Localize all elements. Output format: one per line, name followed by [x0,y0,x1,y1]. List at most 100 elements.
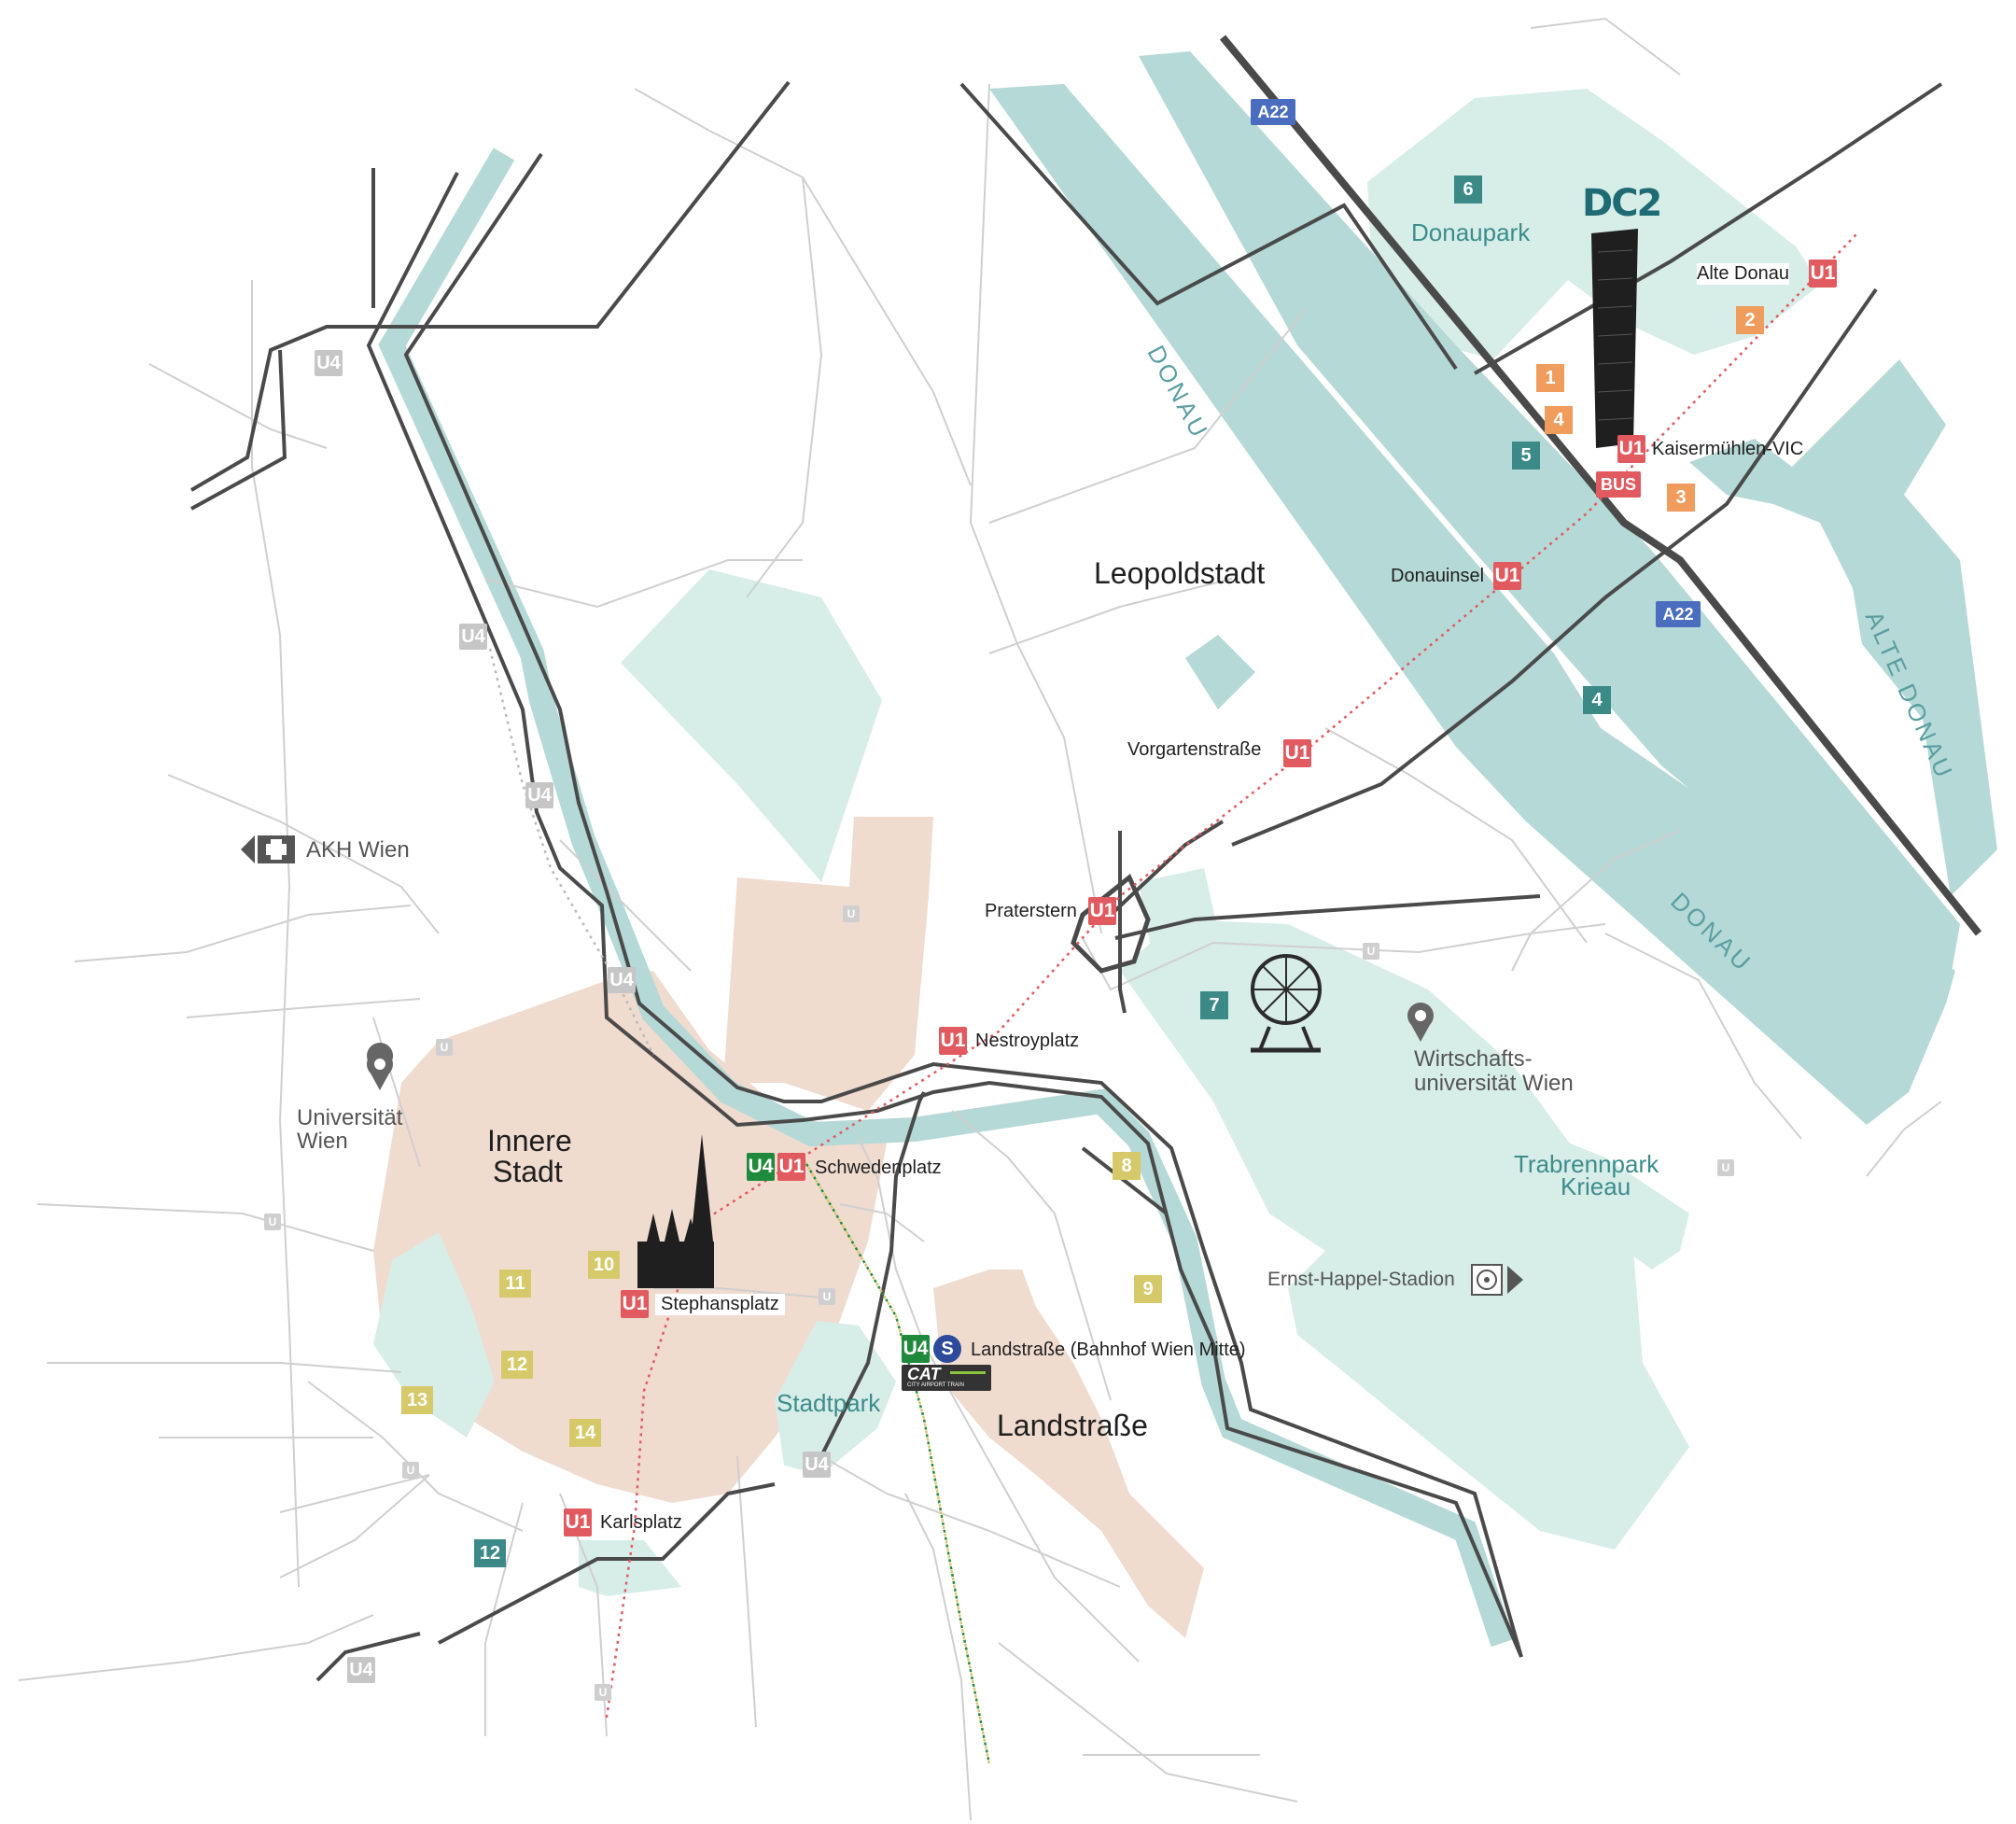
trabrennpark-label-line2: Krieau [1561,1172,1631,1200]
innere-stadt-label-line2: Stadt [493,1155,563,1188]
a22-motorway [1219,35,1982,936]
nestroyplatz-u1-badge: U1 [939,1027,967,1055]
akh-label: AKH Wien [306,837,410,863]
u4-gray-badge: U4 [608,967,636,993]
stadium-icon [1471,1264,1523,1296]
cat-logo-stripe [950,1371,986,1374]
kaisermuehlen-u1-badge: U1 [1617,435,1645,463]
u4-gray-badge: U4 [459,624,487,650]
schwedenplatz-u4-badge: U4 [747,1153,775,1181]
u4-gray-badge: U4 [525,782,553,808]
landstrasse-district-label: Landstraße [997,1409,1148,1442]
dc2-logo: DC2 [1582,182,1662,225]
universitaet-label-line1: Universität [297,1105,403,1130]
leopoldstadt-district-area [723,817,933,1111]
marker-1: 1 [1536,364,1564,392]
cat-logo-main: CAT [907,1365,941,1383]
neue-donau-river [1139,51,1960,1003]
u4-gray-badge: U4 [803,1452,831,1478]
schwedenplatz-u1-badge: U1 [777,1153,805,1181]
marker-4-teal: 4 [1583,686,1611,714]
marker-7: 7 [1200,991,1228,1019]
alte-donau-station-label: Alte Donau [1697,263,1789,285]
prater-park [1120,919,1689,1550]
street-network [18,17,1942,1821]
alte-donau-u1-badge: U1 [1809,260,1837,288]
a22-badge-top: A22 [1251,99,1295,125]
dc2-tower-icon [1591,229,1638,448]
donaukanal [378,147,1515,1648]
donauinsel-u1-badge: U1 [1493,562,1521,590]
prater-small-park [1139,868,1223,957]
stadtpark-area [775,1321,896,1475]
u-small-badge: U [264,1214,281,1230]
u-small-badge: U [819,1288,835,1305]
u-small-badge: U [1363,943,1379,960]
marker-10: 10 [588,1251,620,1279]
marker-11: 11 [499,1270,531,1298]
u4-gray-badge: U4 [347,1657,375,1683]
cat-logo-sub: CITY AIRPORT TRAIN [907,1382,964,1388]
landstrasse-district-area [933,1270,1204,1638]
small-park-leopoldstadt [1185,635,1255,709]
marker-4-orange: 4 [1545,406,1573,434]
universitaet-label-line2: Wien [297,1129,348,1154]
marker-14: 14 [569,1419,601,1447]
cat-dotted-route [801,1157,991,1765]
karlsplatz-station-label: Karlsplatz [600,1512,682,1533]
kaisermuehlen-station-label: Kaisermühlen-VIC [1652,439,1804,459]
marker-8: 8 [1113,1152,1141,1180]
stephansplatz-station-label: Stephansplatz [655,1294,785,1315]
wu-label-line2: universität Wien [1414,1071,1574,1096]
vorgartenstrasse-u1-badge: U1 [1283,739,1311,767]
u-small-badge: U [1717,1159,1734,1176]
marker-9: 9 [1134,1275,1162,1303]
vorgartenstrasse-station-label: Vorgartenstraße [1127,739,1262,760]
augarten-park [621,569,882,882]
donaupark-area [1367,89,1820,359]
innere-stadt-label-line1: Innere [487,1124,572,1158]
universitaet-pin-icon [367,1043,394,1090]
ernst-happel-label: Ernst-Happel-Stadion [1267,1269,1455,1290]
u-small-badge: U [402,1462,419,1479]
stephansdom-icon [637,1134,714,1288]
marker-2: 2 [1736,306,1764,334]
stephansplatz-u1-badge: U1 [621,1290,649,1318]
trabrennpark-label-line1: Trabrennpark [1514,1150,1659,1178]
landstrasse-station-label: Landstraße (Bahnhof Wien Mitte) [971,1340,1246,1360]
wu-pin-icon [1407,1003,1434,1042]
praterstern-roundabout [1071,874,1151,974]
a22-badge-bottom: A22 [1656,601,1701,627]
donauinsel-station-label: Donauinsel [1391,566,1485,586]
bus-badge: BUS [1596,471,1641,498]
karlsplatz-park [579,1540,681,1596]
trabrennpark-area [1512,1120,1689,1270]
riesenrad-icon [1251,954,1322,1053]
alte-donau-river [1689,359,1997,896]
schwedenplatz-station-label: Schwedenplatz [815,1158,942,1178]
marker-5: 5 [1512,442,1540,470]
donaupark-label: Donaupark [1411,218,1531,246]
donau-river [989,84,1955,1125]
praterstern-u1-badge: U1 [1088,897,1116,925]
karlsplatz-u1-badge: U1 [564,1508,592,1536]
wu-label-line1: Wirtschafts- [1414,1046,1533,1072]
marker-13: 13 [401,1386,433,1414]
marker-12-yellow: 12 [501,1351,533,1379]
marker-6: 6 [1454,175,1482,203]
u-small-badge: U [843,905,860,922]
akh-hospital-icon [241,835,295,863]
praterstern-station-label: Praterstern [985,901,1077,921]
stadtpark-label: Stadtpark [777,1389,881,1417]
marker-3: 3 [1667,484,1695,512]
landstrasse-u4-badge: U4 [902,1335,930,1363]
nestroyplatz-station-label: Nestroyplatz [975,1031,1080,1051]
cat-logo: CAT CITY AIRPORT TRAIN [902,1365,991,1391]
leopoldstadt-label: Leopoldstadt [1094,556,1266,590]
s-bahn-icon: S [933,1335,961,1363]
u-small-badge: U [595,1684,611,1701]
main-roads [189,80,1943,1682]
u4-gray-badge: U4 [315,350,343,376]
u-small-badge: U [436,1039,453,1056]
marker-12-teal: 12 [474,1539,506,1567]
